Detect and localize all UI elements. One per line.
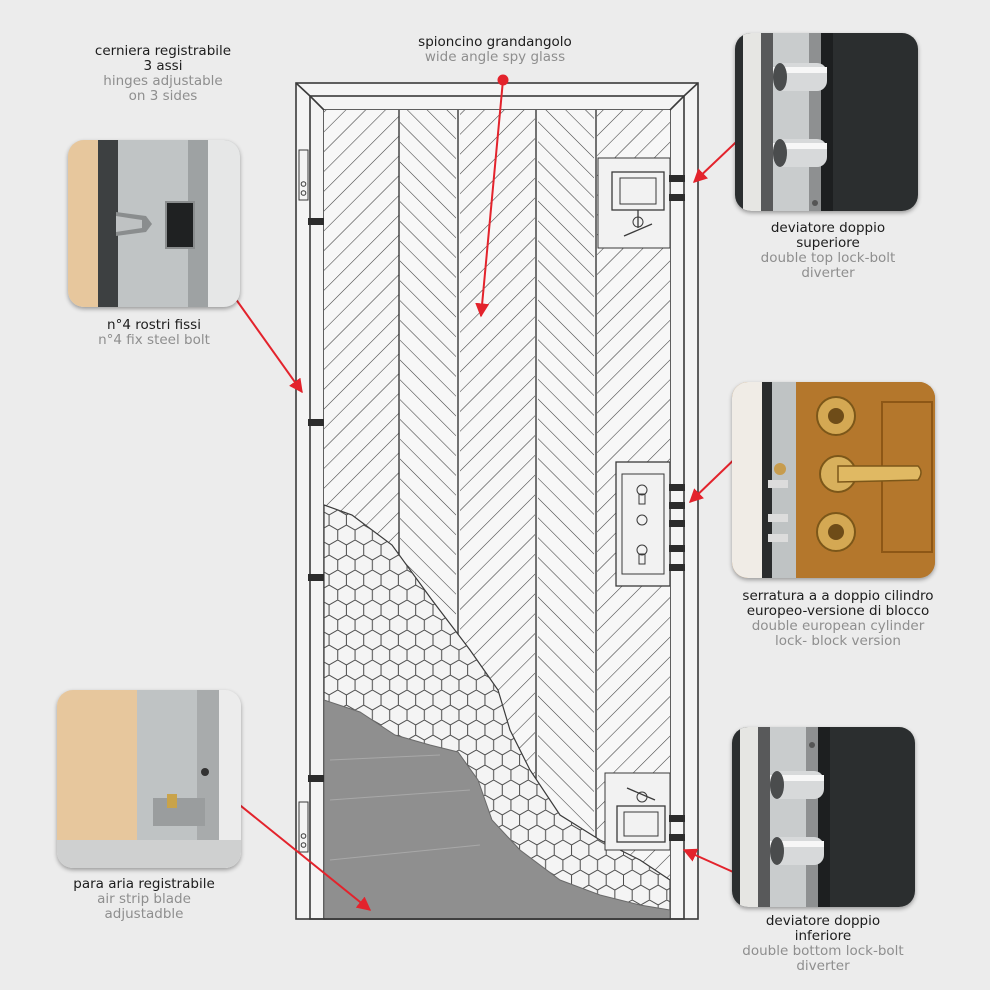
door-leaf	[324, 110, 670, 918]
label-spy-glass: spioncino grandangolo wide angle spy gla…	[385, 35, 605, 65]
arrow-spy-glass	[475, 79, 504, 318]
label-steel-bolt: n°4 rostri fissi n°4 fix steel bolt	[44, 318, 264, 348]
label-lock: serratura a a doppio cilindro europeo-ve…	[723, 589, 953, 649]
bolt-cylinder-2	[773, 139, 827, 167]
hinges	[298, 149, 309, 853]
label-air-strip: para aria registrabile air strip blade a…	[34, 877, 254, 922]
label-air-strip-en: air strip blade adjustadble	[97, 891, 191, 922]
label-hinges: cerniera registrabile 3 assi hinges adju…	[53, 44, 273, 104]
photo-top-diverter	[735, 33, 918, 211]
bolt-cylinder-4	[770, 837, 824, 865]
label-steel-bolt-it: n°4 rostri fissi	[107, 317, 201, 333]
bolt-cylinder-3	[770, 771, 824, 799]
photo-air-strip	[57, 690, 241, 868]
photo-lock	[732, 382, 935, 578]
label-hinges-it: cerniera registrabile 3 assi	[94, 43, 232, 74]
label-steel-bolt-en: n°4 fix steel bolt	[98, 332, 210, 348]
label-bottom-diverter: deviatore doppio inferiore double bottom…	[713, 914, 933, 974]
cylinder-bottom	[816, 512, 856, 552]
plank-4	[538, 110, 594, 918]
label-spy-glass-en: wide angle spy glass	[424, 49, 566, 65]
lock-bolts	[669, 175, 685, 841]
label-bottom-diverter-it: deviatore doppio inferiore	[765, 913, 881, 944]
label-lock-en: double european cylinder lock- block ver…	[751, 618, 925, 649]
main-lock-box	[615, 461, 670, 587]
label-lock-it: serratura a a doppio cilindro europeo-ve…	[742, 588, 934, 619]
label-bottom-diverter-en: double bottom lock-bolt diverter	[742, 943, 904, 974]
bottom-diverter-box	[604, 772, 670, 851]
label-hinges-en: hinges adjustable on 3 sides	[103, 73, 223, 104]
door-handle	[819, 455, 922, 493]
label-air-strip-it: para aria registrabile	[73, 876, 215, 892]
label-top-diverter-en: double top lock-bolt diverter	[760, 250, 896, 281]
label-top-diverter-it: deviatore doppio superiore	[770, 220, 886, 251]
top-diverter-box	[597, 157, 670, 249]
steel-sheet-layer	[324, 699, 670, 918]
label-top-diverter: deviatore doppio superiore double top lo…	[718, 221, 938, 281]
photo-steel-bolt	[68, 140, 240, 307]
fixed-steel-bolts	[308, 218, 324, 782]
cylinder-top	[816, 396, 856, 436]
bolt-cylinder-1	[773, 63, 827, 91]
label-spy-glass-it: spioncino grandangolo	[418, 34, 572, 50]
photo-bottom-diverter	[732, 727, 915, 907]
